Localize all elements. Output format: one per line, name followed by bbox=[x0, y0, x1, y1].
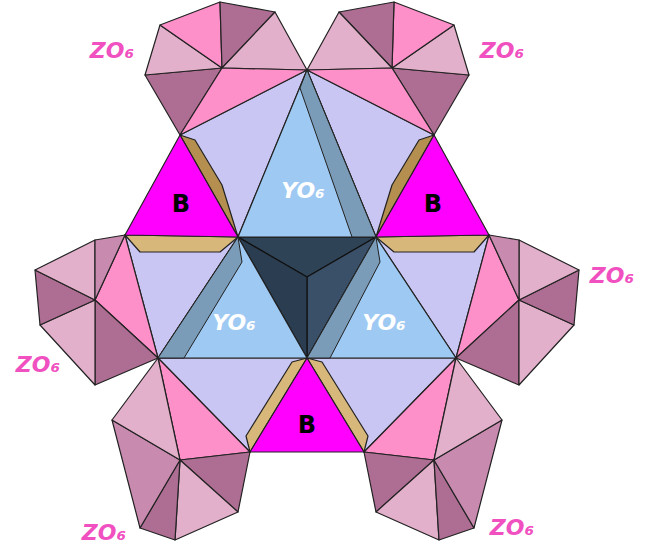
polyhedron-label: ZO₆ bbox=[16, 352, 60, 377]
polyhedron-label: ZO₆ bbox=[590, 263, 634, 288]
yo6-octahedron: YO₆ bbox=[158, 237, 307, 358]
polyhedron-label: ZO₆ bbox=[480, 38, 524, 63]
polyhedron-label: ZO₆ bbox=[82, 520, 126, 545]
yo6-octahedron-shape bbox=[158, 237, 307, 358]
borate-triangle-shape bbox=[125, 135, 238, 237]
borate-triangle: B bbox=[250, 358, 364, 452]
polyhedron-label: YO₆ bbox=[362, 310, 405, 335]
yo6-octahedron-shape bbox=[307, 237, 456, 358]
polyhedron-label: ZO₆ bbox=[490, 515, 534, 540]
left-octahedra bbox=[35, 2, 307, 540]
right-octahedra bbox=[307, 2, 579, 540]
borate-triangle-shape bbox=[376, 135, 489, 237]
polyhedron-label: YO₆ bbox=[212, 310, 255, 335]
borate-triangle: B bbox=[125, 135, 238, 237]
boron-label: B bbox=[298, 411, 316, 439]
boron-label: B bbox=[424, 190, 442, 218]
boron-label: B bbox=[172, 190, 190, 218]
yo6-octahedron-shape bbox=[238, 70, 376, 237]
yo6-octahedron: YO₆ bbox=[238, 70, 376, 237]
yo6-octahedron: YO₆ bbox=[307, 237, 456, 358]
polyhedron-label: YO₆ bbox=[281, 178, 324, 203]
polyhedron-label: ZO₆ bbox=[90, 38, 134, 63]
borate-triangle: B bbox=[376, 135, 489, 237]
